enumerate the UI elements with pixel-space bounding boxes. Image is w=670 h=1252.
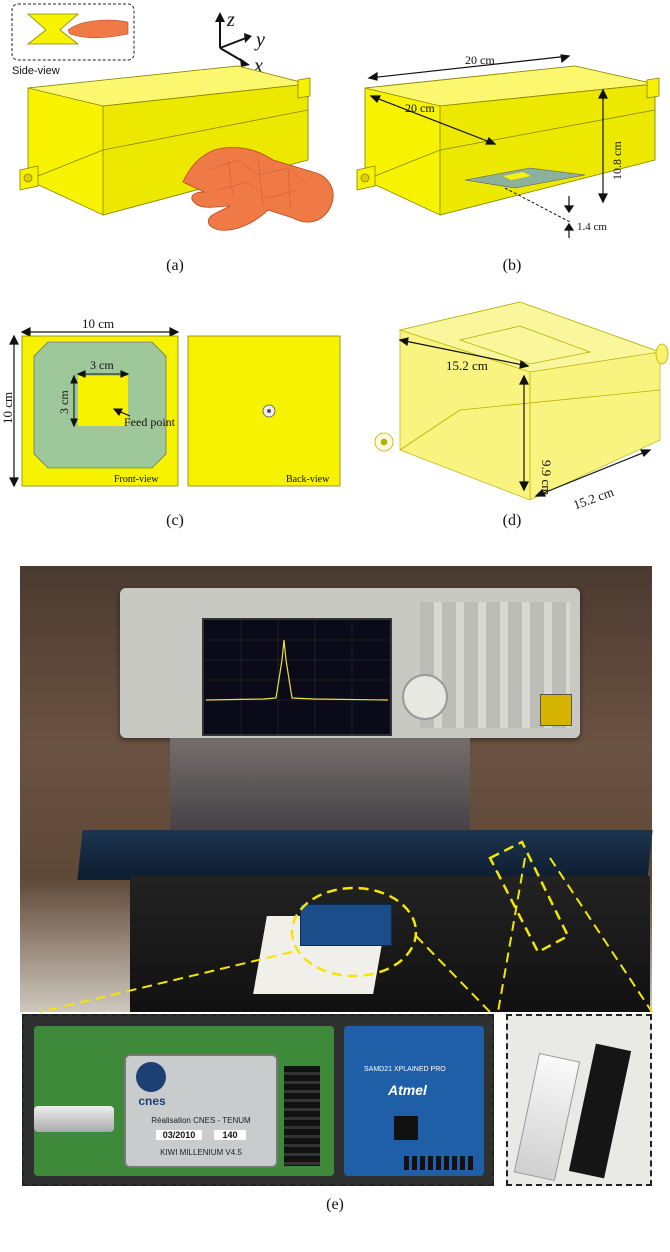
- axis-x-label: x: [253, 55, 263, 77]
- inset-antenna-clip: [506, 1014, 652, 1186]
- xplained-label: SAMD21 XPLAINED PRO: [364, 1066, 446, 1073]
- axes-icon: z y x: [215, 9, 265, 77]
- header-pins: [284, 1066, 320, 1166]
- dim-width-label: 10 cm: [82, 316, 114, 331]
- dim-gap-label: 1.4 cm: [577, 221, 607, 233]
- caption-c: (c): [166, 512, 184, 529]
- sensor-board: [300, 904, 392, 946]
- panel-c-patch-views: 10 cm 10 cm 3 cm 3 cm Feed point Front-v…: [0, 316, 341, 488]
- kiwi-board: cnes Réalisation CNES - TENUM 03/2010 14…: [34, 1026, 334, 1176]
- bnc-connector: [34, 1106, 114, 1132]
- hand-model: [182, 147, 334, 231]
- cnes-module: cnes Réalisation CNES - TENUM 03/2010 14…: [124, 1054, 278, 1168]
- caption-e: (e): [326, 1196, 344, 1213]
- slot-width-label: 3 cm: [90, 358, 114, 372]
- patch-antenna: [464, 167, 586, 189]
- slot-height-label: 3 cm: [57, 390, 71, 414]
- highlight-overlay: [39, 840, 653, 1013]
- dim-d-bottom-label: 15.2 cm: [571, 484, 615, 512]
- side-view-inset: Side-view: [11, 3, 135, 77]
- rf-input-connector: [540, 694, 572, 726]
- back-view: Back-view: [187, 335, 341, 487]
- panel-a-cavity-with-hand: Side-view z y x: [11, 3, 334, 231]
- caption-a: (a): [166, 257, 184, 274]
- dim-diag-label: 20 cm: [405, 101, 435, 115]
- dim-d-top-label: 15.2 cm: [446, 358, 488, 373]
- inset-boards: cnes Réalisation CNES - TENUM 03/2010 14…: [22, 1014, 494, 1186]
- front-view-label: Front-view: [114, 474, 159, 485]
- panel-e-photo: [20, 566, 653, 1013]
- xplained-board: Atmel SAMD21 XPLAINED PRO: [344, 1026, 484, 1176]
- caption-b: (b): [502, 257, 522, 274]
- panel-d-transparent-cavity: 15.2 cm 9.9 cm 15.2 cm: [374, 301, 669, 512]
- serial-text: 140: [214, 1130, 246, 1140]
- model-text: KIWI MILLENIUM V4.5: [160, 1148, 242, 1157]
- caption-d: (d): [502, 512, 522, 529]
- cnes-logo-text: cnes: [138, 1094, 166, 1108]
- panel-b-cavity-dimensions: 20 cm 20 cm 10.8 cm 1.4 cm: [356, 53, 660, 238]
- side-view-label: Side-view: [12, 65, 60, 77]
- analyzer-knob: [402, 674, 448, 720]
- dim-height-label-c: 10 cm: [0, 392, 15, 424]
- axis-z-label: z: [226, 9, 235, 31]
- dim-height-label: 10.8 cm: [610, 141, 624, 180]
- back-view-label: Back-view: [286, 474, 330, 485]
- dim-top-label: 20 cm: [465, 53, 495, 67]
- date-text: 03/2010: [156, 1130, 202, 1140]
- spectrum-analyzer: [120, 588, 580, 738]
- dim-d-height-label: 9.9 cm: [539, 460, 554, 495]
- axis-y-label: y: [254, 29, 265, 51]
- front-view: 3 cm 3 cm Feed point Front-view: [21, 335, 179, 487]
- analyzer-screen: [202, 618, 392, 736]
- realisation-text: Réalisation CNES - TENUM: [151, 1116, 251, 1125]
- spectrum-trace: [204, 620, 390, 734]
- atmel-logo-text: Atmel: [388, 1082, 427, 1098]
- feed-point-label: Feed point: [124, 415, 176, 429]
